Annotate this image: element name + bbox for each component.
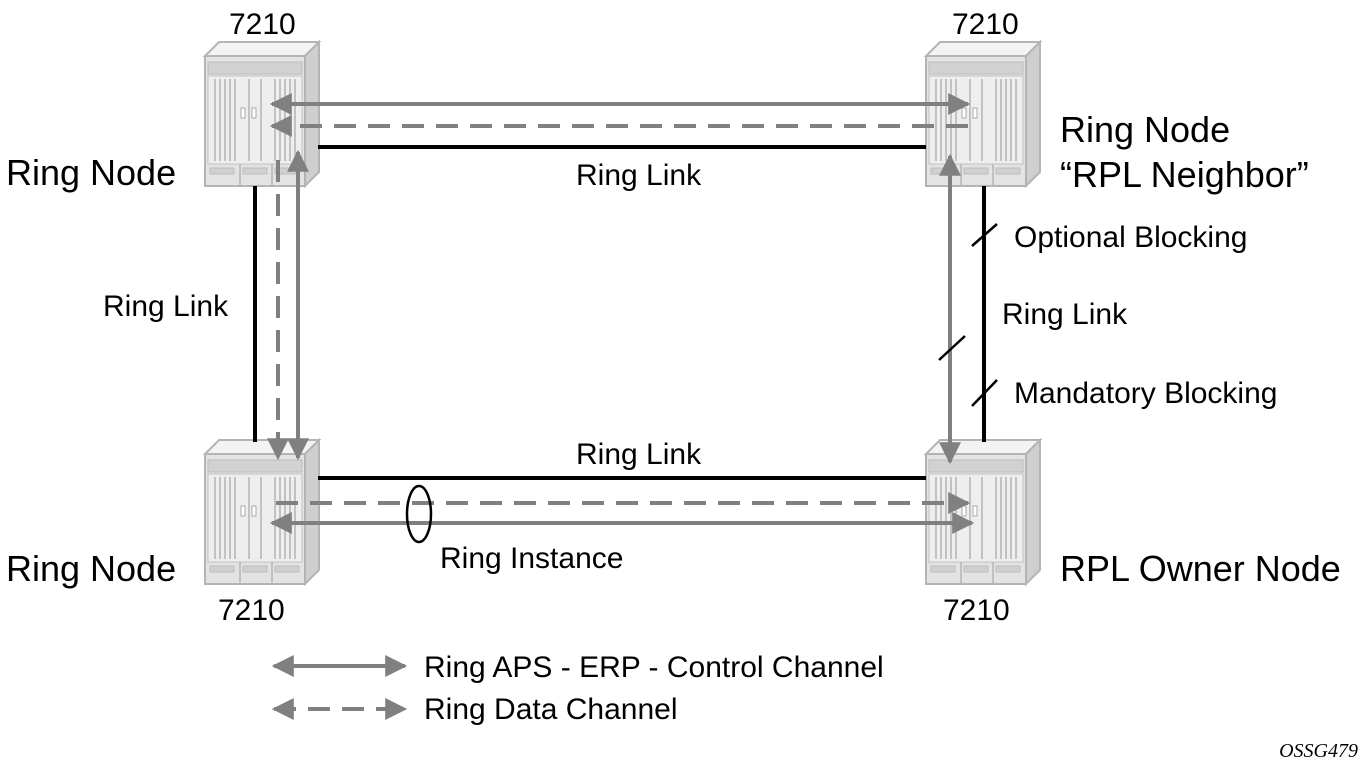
ring-link-label-bottom: Ring Link [576, 438, 702, 471]
model-label-top-right: 7210 [952, 8, 1019, 41]
ring-link-label-right: Ring Link [1002, 298, 1128, 331]
ring-link-label-left: Ring Link [103, 290, 229, 323]
optional-blocking-label: Optional Blocking [1014, 221, 1247, 254]
model-label-top-left: 7210 [229, 8, 296, 41]
device-top-right [925, 41, 1041, 187]
device-bottom-right [925, 439, 1041, 585]
device-top-left [204, 41, 320, 187]
node-role-top-right-line2: “RPL Neighbor” [1060, 154, 1309, 195]
figure-id: OSSG479 [1279, 740, 1358, 762]
rpl-block-mark [938, 335, 966, 361]
device-bottom-left [204, 439, 320, 585]
node-role-bottom-left: Ring Node [6, 548, 176, 589]
node-role-top-left: Ring Node [6, 152, 176, 193]
legend: Ring APS - ERP - Control Channel Ring Da… [271, 651, 884, 726]
ring-link-label-top: Ring Link [576, 159, 702, 192]
model-label-bottom-right: 7210 [943, 594, 1010, 627]
ring-instance-label: Ring Instance [440, 542, 623, 575]
model-label-bottom-left: 7210 [218, 594, 285, 627]
legend-data-label: Ring Data Channel [424, 693, 678, 726]
node-role-bottom-right: RPL Owner Node [1060, 548, 1341, 589]
ring-instance-ellipse [405, 484, 433, 544]
node-role-top-right-line1: Ring Node [1060, 109, 1230, 150]
optional-blocking-mark [971, 223, 998, 247]
mandatory-blocking-label: Mandatory Blocking [1014, 377, 1277, 410]
legend-control-label: Ring APS - ERP - Control Channel [424, 651, 884, 684]
mandatory-blocking-mark [971, 379, 998, 407]
